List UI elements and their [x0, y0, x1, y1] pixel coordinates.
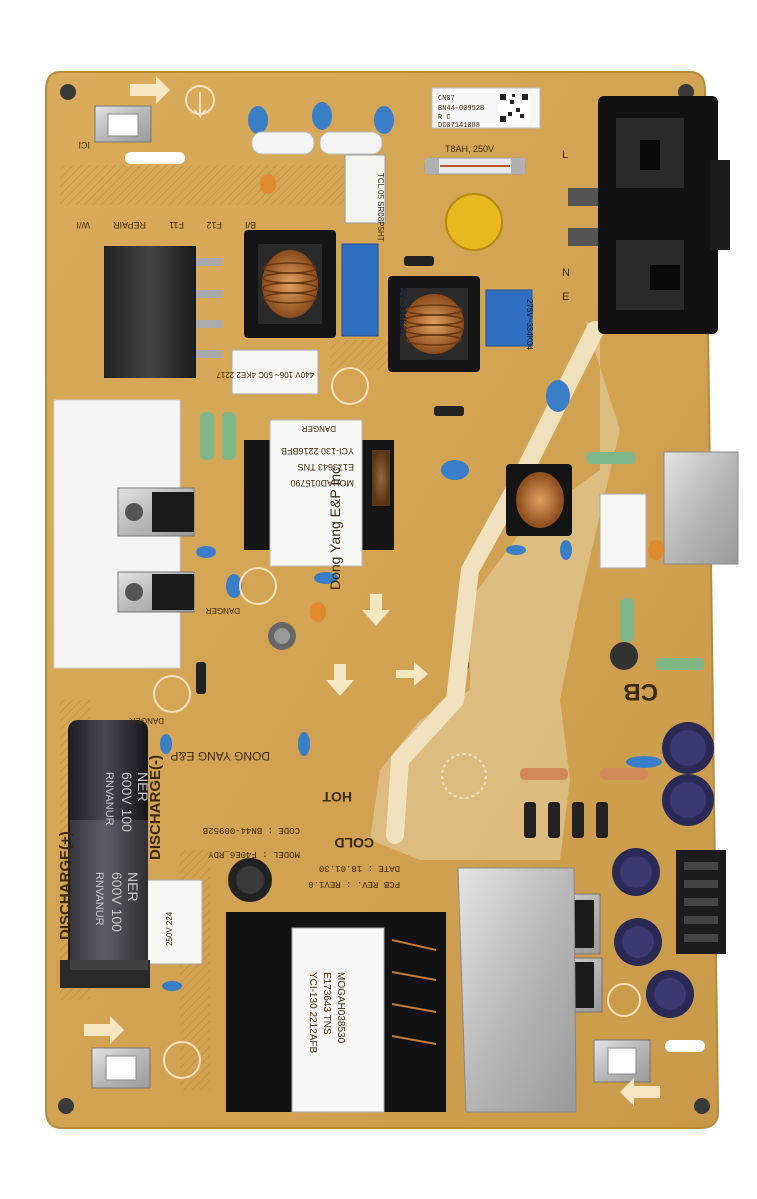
diodes — [196, 256, 608, 838]
common-mode-choke-1 — [244, 230, 336, 338]
hot-label: HOT — [322, 789, 352, 805]
danger-label-1: DANGER — [302, 424, 336, 433]
mosfet-2 — [117, 571, 195, 613]
date-label: DATE : 18.01.30 — [319, 863, 400, 873]
transformer-bottom-line2: E173643 TNS — [321, 972, 332, 1035]
transformer-bottom-line1: MOGAH038530 — [335, 972, 346, 1044]
film-capacitor-2: 250V 224 — [145, 879, 203, 965]
orange-caps — [260, 174, 664, 622]
output-connector-pins — [684, 862, 718, 942]
resistors — [200, 412, 704, 780]
insulation-sleeve — [319, 131, 383, 155]
hatch-zone — [60, 165, 345, 205]
e-mark: E — [562, 291, 569, 303]
l-mark: L — [562, 149, 568, 161]
transformer-top-line3: YCI-130 2216BFB — [281, 446, 354, 456]
ground-clip-top-left — [94, 105, 152, 143]
arrow-icon — [84, 76, 660, 1106]
f12-label: F12 — [206, 220, 222, 230]
varistor — [445, 193, 503, 251]
transformer-bottom-line3: YCI-130 2212AFB — [307, 972, 318, 1053]
mount-hole — [694, 1098, 710, 1114]
bulk-cap-b-line1: NER — [125, 872, 141, 902]
thermistor: TCL 05 SR08P5HT — [344, 154, 386, 242]
ac-input-connector — [568, 96, 730, 334]
ground-clip-bottom-right — [593, 1039, 651, 1083]
x-capacitor-1: 275V~334K11 — [341, 243, 408, 337]
bulk-cap-b-line3: RNVANUR — [93, 872, 105, 926]
model-label: MODEL : F40E6_RDY — [208, 849, 300, 859]
x-cap-1-text: 275V~334K11 — [398, 278, 408, 335]
bulk-cap-a-line3: RNVANUR — [103, 772, 115, 826]
x-capacitor-2: 275V~334K04 — [485, 289, 534, 350]
bulk-capacitor-left: NER 600V 100 RNVANUR NER 600V 100 RNVANU… — [60, 720, 151, 988]
common-mode-choke-2 — [388, 276, 480, 372]
electrolytic-caps-right — [228, 622, 714, 1018]
film-capacitor-3 — [599, 493, 647, 569]
danger-label-3: DANGER — [130, 716, 164, 725]
sticker-sub-text: R C — [438, 114, 451, 122]
thermistor-text: TCL 05 SR08P5HT — [376, 173, 385, 242]
small-inductor — [506, 464, 572, 536]
transformer-top-line2: E173643 TNS — [298, 462, 354, 472]
ground-clip-bottom-left — [91, 1047, 151, 1089]
cb-mark: CB — [623, 678, 658, 705]
discharge-plus-label: DISCHARGE(+) — [57, 831, 74, 940]
mount-hole — [60, 84, 76, 100]
small-caps — [160, 540, 662, 991]
ici-label: ICI — [78, 140, 90, 150]
heatsink-bottom — [457, 867, 577, 1113]
cold-label: COLD — [334, 835, 374, 851]
n-mark: N — [562, 267, 570, 279]
sticker-code-text: BN44-00952B — [438, 105, 484, 113]
bulk-cap-b-line2: 600V 100 — [109, 872, 125, 932]
f11-label: F11 — [169, 220, 184, 230]
bulk-cap-a-line1: NER — [135, 772, 151, 802]
x-cap-2-text: 275V~334K04 — [525, 299, 534, 350]
heatsink-right-top — [663, 451, 739, 565]
brand-vertical-label: Dong Yang E&P Inc. — [327, 463, 343, 590]
sticker-serial-text: DC07141088 — [438, 122, 480, 130]
y-capacitors-top — [248, 102, 570, 480]
code-label: CODE : BN44-00952B — [202, 825, 300, 835]
slot-cutout — [125, 152, 185, 164]
cap-box-2-text: 250V 224 — [165, 911, 174, 946]
transformer-bottom: MOGAH038530 E173643 TNS YCI-130 2212AFB — [226, 912, 446, 1113]
brand-bottom-label: DONG YANG E&P — [170, 749, 270, 763]
insulation-sleeve — [251, 131, 315, 155]
bulk-cap-a-line2: 600V 100 — [119, 772, 135, 832]
cap-box-1-text: 440V 106~ 50C 4KE2 2217 — [216, 370, 314, 379]
discharge-minus-label: DISCHARGE(-) — [147, 755, 164, 860]
transformer-top-line1: MOHAD015790 — [290, 478, 354, 488]
danger-label-2: DANGER — [206, 606, 240, 615]
repair-label: REPAIR — [113, 220, 146, 230]
film-capacitor-1: 440V 106~ 50C 4KE2 2217 — [216, 349, 319, 395]
bi-label: B/I — [245, 220, 256, 230]
mosfet-1 — [117, 487, 195, 537]
bridge-rectifier — [104, 246, 222, 378]
pcb-rev-label: PCB REV. : REV1.0 — [308, 879, 400, 889]
barcode-sticker: CN07 BN44-00952B R C DC07141088 — [431, 87, 541, 130]
slot-cutout — [665, 1040, 705, 1052]
mount-hole — [58, 1098, 74, 1114]
transformer-top: MOHAD015790 E173643 TNS YCI-130 2216BFB — [244, 419, 394, 567]
warning-hand-icon — [153, 85, 641, 1079]
wi-label: W/I — [77, 220, 91, 230]
isolation-slot-inner — [386, 321, 604, 844]
sticker-top-text: CN07 — [438, 95, 455, 103]
glass-fuse: T8AH, 250V — [424, 144, 526, 175]
fuse-rating-text: T8AH, 250V — [445, 144, 494, 154]
